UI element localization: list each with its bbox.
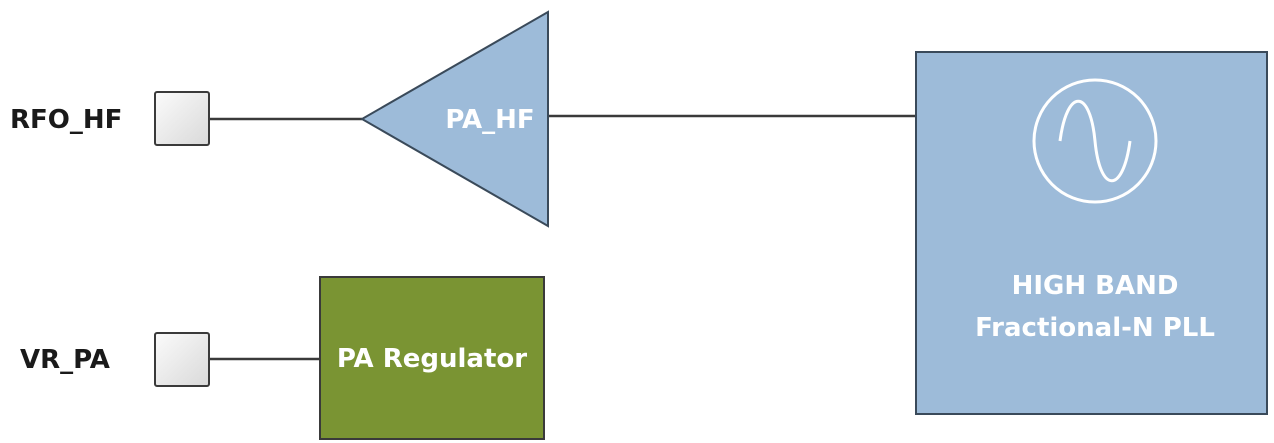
vr-pa-pin xyxy=(154,332,210,387)
rfo-hf-pin xyxy=(154,91,210,146)
pll-title-line1: HIGH BAND xyxy=(1012,271,1179,301)
oscillator-icon xyxy=(1032,78,1158,204)
sine-wave-icon xyxy=(1058,99,1132,183)
pa-regulator-label: PA Regulator xyxy=(337,344,527,374)
rfo-hf-label: RFO_HF xyxy=(10,105,122,135)
pll-title-line2: Fractional-N PLL xyxy=(975,313,1215,343)
vr-pa-label: VR_PA xyxy=(20,345,110,375)
pa-hf-label: PA_HF xyxy=(445,105,534,135)
pll-block xyxy=(915,51,1268,415)
pa-hf-amplifier xyxy=(359,10,549,228)
pa-regulator-block xyxy=(319,276,545,440)
